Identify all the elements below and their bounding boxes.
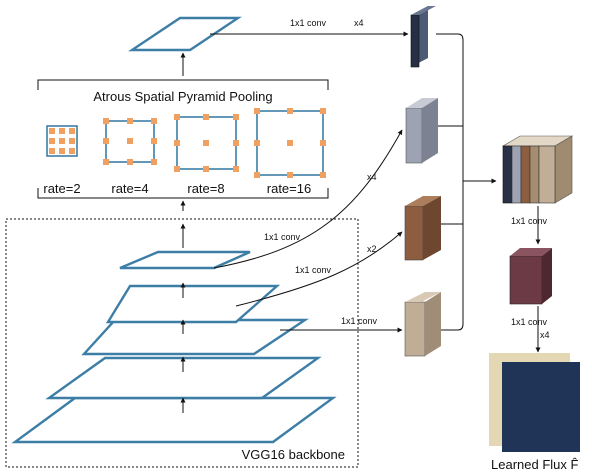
- rate-label-2: rate=2: [43, 181, 80, 196]
- aspp-title: Atrous Spatial Pyramid Pooling: [93, 89, 272, 104]
- label-out-conv: 1x1 conv: [511, 317, 548, 327]
- backbone-plane-3: [81, 318, 309, 356]
- label-top-conv: 1x1 conv: [290, 18, 327, 28]
- label-mid-conv: 1x1 conv: [264, 232, 301, 242]
- backbone-plane-1: [11, 396, 337, 444]
- label-low-conv: 1x1 conv: [295, 265, 332, 275]
- label-top-scale: x4: [354, 18, 364, 28]
- backbone-plane-2: [45, 356, 322, 400]
- feature-block-beige: [404, 292, 441, 357]
- vgg16-backbone-region: [5, 218, 359, 468]
- merge-from-beige: [441, 180, 464, 331]
- aspp-kernel-rate-2: [46, 125, 78, 157]
- label-x4-side: x4: [367, 172, 377, 182]
- rate-label-16: rate=16: [267, 181, 311, 196]
- label-fuse-conv: 1x1 conv: [511, 216, 548, 226]
- learned-flux-label: Learned Flux F̂: [491, 457, 578, 472]
- concatenated-feature-stack: [501, 135, 574, 204]
- backbone-plane-5: [119, 250, 251, 270]
- feature-block-navy: [410, 6, 436, 68]
- flux-output-navy: [502, 362, 580, 452]
- label-out-scale: x4: [540, 330, 550, 340]
- aspp-output-plane: [128, 16, 242, 52]
- label-bottom-conv: 1x1 conv: [341, 316, 378, 326]
- aspp-kernel-rate-8: [174, 114, 239, 172]
- feature-block-gray: [405, 98, 438, 164]
- feature-block-wine: [509, 248, 552, 305]
- rate-label-8: rate=8: [187, 181, 224, 196]
- merge-from-navy: [436, 33, 464, 180]
- aspp-bottom-bracket: [37, 188, 329, 199]
- line-plane4-to-brown: [235, 231, 403, 307]
- backbone-plane-4: [105, 284, 281, 324]
- aspp-kernel-rate-16: [254, 108, 326, 178]
- feature-block-brown: [404, 196, 441, 261]
- vgg16-backbone-label: VGG16 backbone: [242, 447, 345, 462]
- aspp-top-bracket: [37, 79, 329, 90]
- line-plane5-to-gray: [213, 129, 403, 269]
- rate-label-4: rate=4: [111, 181, 148, 196]
- aspp-kernel-rate-4: [103, 118, 157, 165]
- label-mid-scale: x2: [367, 244, 377, 254]
